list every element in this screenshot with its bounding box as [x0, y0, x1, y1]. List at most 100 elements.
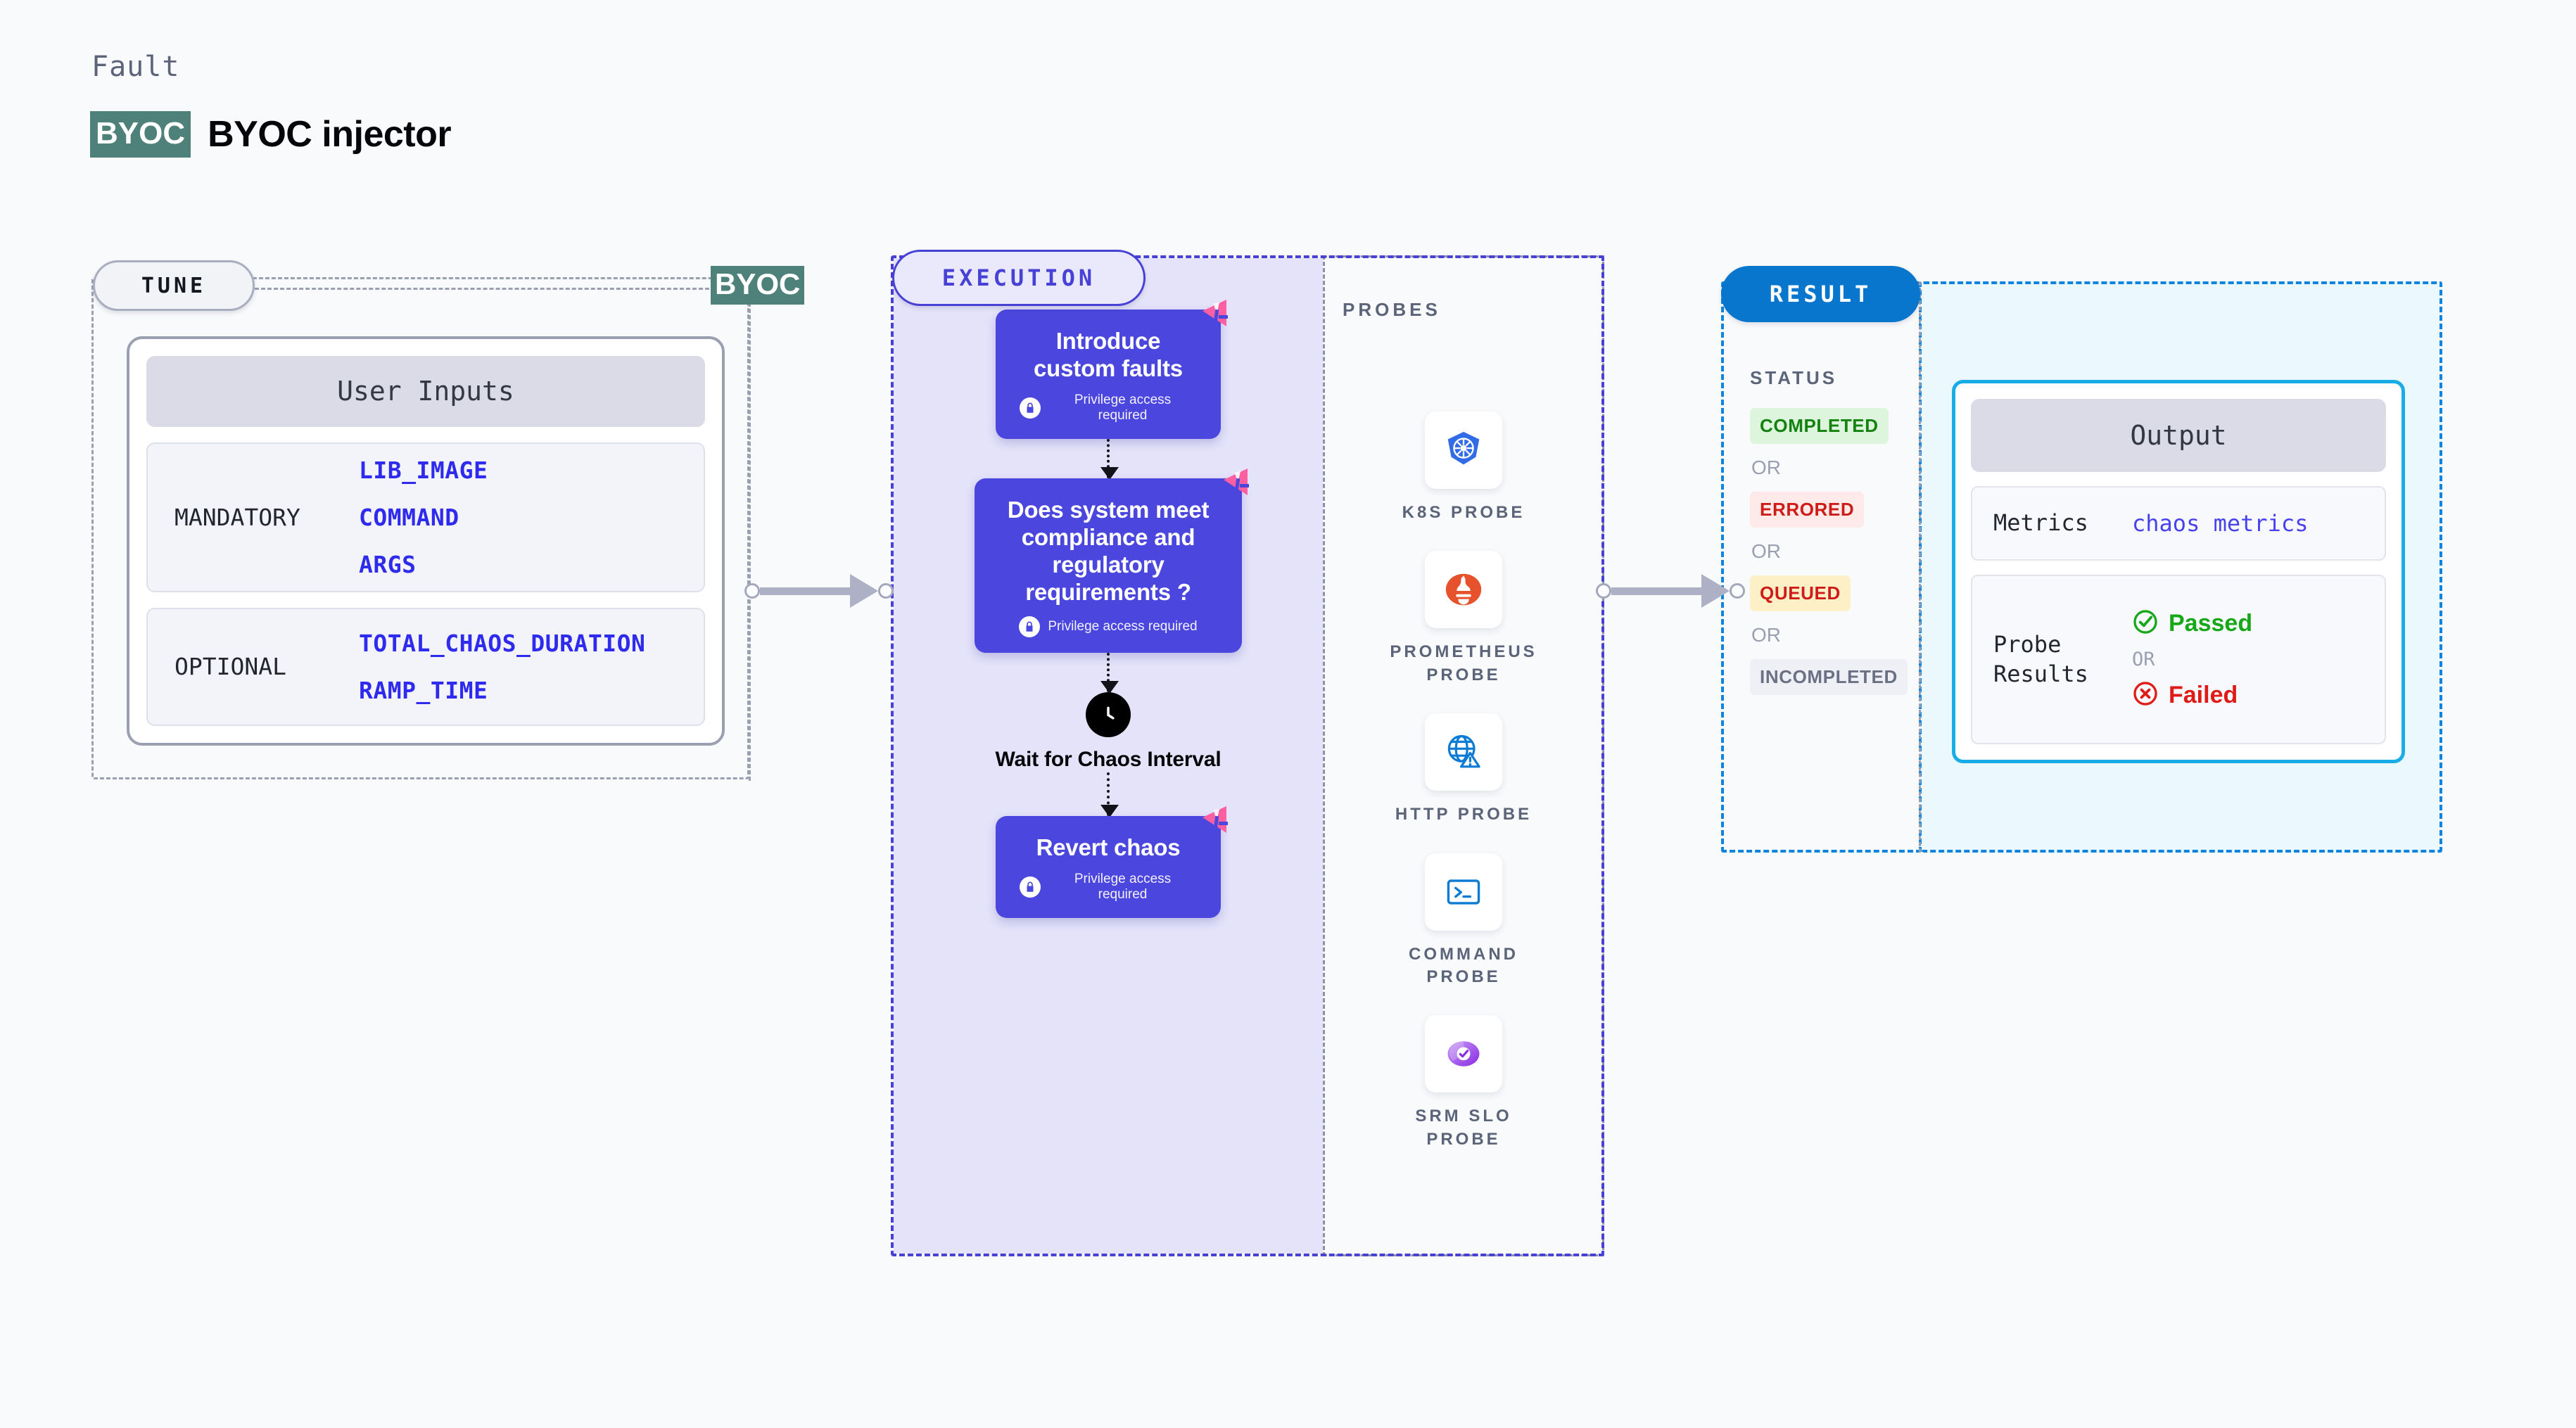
- byoc-vertical-divider: [749, 302, 751, 781]
- exec-node-wait-for-chaos-interval: Wait for Chaos Interval: [995, 691, 1222, 772]
- status-badge-incompleted: INCOMPLETED: [1750, 659, 1908, 695]
- privilege-badge: Privilege access required: [998, 616, 1218, 637]
- user-inputs-card: User Inputs MANDATORY LIB_IMAGE COMMAND …: [127, 336, 725, 746]
- probe-label: K8S PROBE: [1402, 503, 1525, 522]
- flow-arrow-1: [1100, 438, 1119, 480]
- execution-stage-pill[interactable]: EXECUTION: [892, 250, 1146, 306]
- or-separator: OR: [1751, 540, 1781, 562]
- tune-byoc-connector: [255, 288, 716, 290]
- param-lib-image[interactable]: LIB_IMAGE: [359, 456, 488, 484]
- page-title: BYOC BYOC injector: [90, 111, 452, 158]
- flow-arrow-3: [1100, 772, 1119, 817]
- exec-node-title: Introduce custom faults: [1034, 328, 1183, 381]
- connector-end-dot: [1730, 583, 1745, 599]
- status-badge-completed: COMPLETED: [1750, 408, 1889, 444]
- byoc-marker-badge: BYOC: [711, 266, 805, 305]
- status-badge-errored: ERRORED: [1750, 492, 1865, 528]
- exec-node-title: Revert chaos: [1036, 834, 1181, 860]
- connector-start-dot: [744, 583, 760, 599]
- fault-kicker: Fault: [91, 51, 180, 83]
- exec-node-introduce-custom-faults[interactable]: Introduce custom faults Privilege access…: [996, 300, 1228, 439]
- litmus-chaos-icon: [1195, 294, 1233, 332]
- exec-node-compliance-check[interactable]: Does system meet compliance and regulato…: [975, 468, 1249, 653]
- probe-result-failed: Failed: [2132, 680, 2252, 710]
- kubernetes-icon: [1424, 412, 1502, 489]
- probe-label: HTTP PROBE: [1395, 805, 1533, 824]
- param-ramp-time[interactable]: RAMP_TIME: [359, 676, 488, 704]
- probe-item-prometheus[interactable]: PROMETHEUS PROBE: [1376, 551, 1552, 687]
- probe-item-k8s[interactable]: K8S PROBE: [1402, 412, 1525, 524]
- result-inner-divider: [1919, 281, 1921, 853]
- output-card: Output Metrics chaos metrics Probe Resul…: [1952, 380, 2405, 763]
- probes-list: K8S PROBE PROMETHEUS PROBE: [1365, 412, 1562, 1151]
- metrics-value[interactable]: chaos metrics: [2132, 510, 2309, 537]
- tune-stage-pill[interactable]: TUNE: [93, 260, 255, 311]
- litmus-chaos-icon: [1195, 801, 1233, 839]
- tune-group-boundary: [91, 277, 749, 779]
- connector-shaft: [760, 587, 851, 595]
- wait-node-label: Wait for Chaos Interval: [995, 747, 1222, 771]
- privilege-badge: Privilege access required: [1020, 393, 1197, 423]
- connector-arrowhead: [850, 574, 878, 608]
- lock-icon: [1019, 616, 1041, 637]
- param-total-chaos-duration[interactable]: TOTAL_CHAOS_DURATION: [359, 629, 646, 657]
- result-status-boundary: [1721, 281, 1922, 853]
- page-title-text: BYOC injector: [208, 114, 452, 155]
- x-circle-icon: [2132, 680, 2159, 710]
- exec-node-revert-chaos[interactable]: Revert chaos Privilege access required: [996, 805, 1228, 918]
- execution-flow: Introduce custom faults Privilege access…: [894, 300, 1323, 918]
- or-separator: OR: [1751, 457, 1781, 478]
- byoc-badge: BYOC: [90, 111, 191, 158]
- probe-label: COMMAND PROBE: [1409, 944, 1518, 986]
- connector-arrowhead: [1701, 574, 1730, 608]
- mandatory-label: MANDATORY: [175, 503, 300, 531]
- status-options-list: COMPLETED OR ERRORED OR QUEUED OR INCOMP…: [1750, 408, 1912, 695]
- optional-params-block: OPTIONAL TOTAL_CHAOS_DURATION RAMP_TIME: [146, 607, 705, 726]
- user-inputs-header: User Inputs: [146, 356, 705, 427]
- probe-item-http[interactable]: HTTP PROBE: [1395, 713, 1532, 826]
- probe-item-srm-slo[interactable]: SRM SLO PROBE: [1376, 1015, 1552, 1151]
- privilege-badge: Privilege access required: [1020, 872, 1197, 903]
- probe-result-or: OR: [2132, 649, 2155, 670]
- connector-tune-to-execution: [744, 574, 894, 608]
- output-metrics-row: Metrics chaos metrics: [1971, 486, 2386, 561]
- connector-start-dot: [1596, 583, 1611, 599]
- privilege-text: Privilege access required: [1074, 392, 1172, 423]
- terminal-icon: [1425, 853, 1502, 931]
- privilege-text: Privilege access required: [1048, 618, 1198, 634]
- passed-label: Passed: [2169, 610, 2253, 637]
- or-separator: OR: [1751, 624, 1781, 646]
- privilege-text: Privilege access required: [1074, 871, 1172, 902]
- probe-item-command[interactable]: COMMAND PROBE: [1376, 853, 1552, 989]
- srm-slo-donut-icon: [1425, 1015, 1502, 1093]
- metrics-key: Metrics: [1993, 509, 2088, 537]
- connector-end-dot: [878, 583, 894, 599]
- prometheus-icon: [1425, 551, 1502, 629]
- lock-icon: [1020, 397, 1041, 419]
- probe-results-key: Probe Results: [1993, 630, 2088, 687]
- status-title: STATUS: [1750, 367, 1838, 388]
- probes-title: PROBES: [1343, 299, 1441, 320]
- output-header: Output: [1971, 399, 2386, 472]
- param-args[interactable]: ARGS: [359, 550, 417, 578]
- mandatory-params-block: MANDATORY LIB_IMAGE COMMAND ARGS: [146, 442, 705, 592]
- probe-label: PROMETHEUS PROBE: [1390, 642, 1537, 684]
- status-badge-queued: QUEUED: [1750, 575, 1851, 611]
- execution-group-boundary: [891, 255, 1604, 1256]
- mandatory-values: LIB_IMAGE COMMAND ARGS: [359, 457, 488, 578]
- clock-icon: [1085, 691, 1131, 737]
- connector-execution-to-result: [1596, 574, 1745, 608]
- flow-arrow-2: [1100, 652, 1119, 694]
- http-globe-warning-icon: [1425, 713, 1502, 791]
- exec-node-title: Does system meet compliance and regulato…: [1007, 496, 1210, 605]
- output-probe-results-row: Probe Results Passed OR: [1971, 575, 2386, 744]
- litmus-chaos-icon: [1217, 463, 1255, 501]
- probe-results-values: Passed OR Failed: [2132, 608, 2252, 710]
- param-command[interactable]: COMMAND: [359, 503, 459, 531]
- connector-shaft: [1611, 587, 1703, 595]
- optional-label: OPTIONAL: [175, 653, 286, 681]
- check-circle-icon: [2132, 608, 2159, 639]
- failed-label: Failed: [2169, 682, 2238, 708]
- result-stage-pill[interactable]: RESULT: [1721, 266, 1920, 322]
